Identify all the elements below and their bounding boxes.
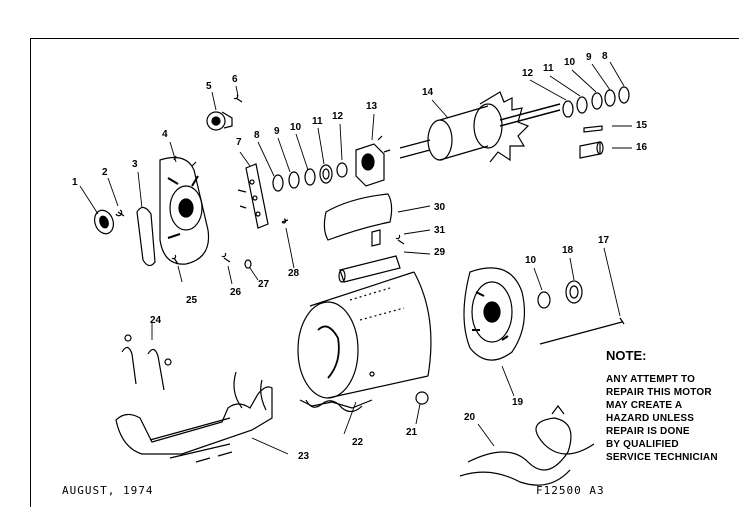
callout-8: 8 (254, 130, 260, 141)
callout-22: 22 (352, 437, 364, 448)
part-25-screw (171, 254, 179, 265)
part-10b-washer (537, 291, 551, 309)
callout-1: 1 (72, 177, 78, 188)
part-11-washer (319, 164, 333, 184)
footer-date: AUGUST, 1974 (62, 484, 154, 497)
part-10-washer (304, 168, 316, 186)
callout-20: 20 (464, 412, 476, 423)
callout-5: 5 (206, 81, 212, 92)
part-31-screw (395, 234, 405, 245)
callout-10: 10 (290, 122, 302, 133)
part-19-end-bell (463, 267, 526, 361)
part-9r-washer (604, 89, 616, 107)
part-16-sleeve (579, 141, 604, 159)
part-1-washer (93, 209, 115, 235)
callout-16: 16 (636, 142, 648, 153)
part-26-screw (221, 252, 231, 263)
note-line-1: ANY ATTEMPT TO (606, 374, 696, 385)
callout-11-right: 11 (543, 63, 554, 74)
callout-26: 26 (230, 287, 242, 298)
callout-30: 30 (434, 202, 446, 213)
part-12r-washer (562, 100, 574, 118)
part-8-washer (272, 174, 284, 192)
part-9-washer (288, 171, 300, 189)
part-17-bolt (539, 317, 625, 345)
note-line-4: HAZARD UNLESS (606, 413, 695, 424)
callout-2: 2 (102, 167, 108, 178)
part-28-screw (281, 218, 289, 224)
part-23-base (115, 371, 273, 463)
callout-17: 17 (598, 235, 610, 246)
part-8r-washer (618, 86, 630, 104)
part-24-clips (121, 334, 172, 391)
part-21-ball (415, 391, 429, 405)
part-2-screw (115, 209, 125, 217)
callout-10-bottom: 10 (525, 255, 537, 266)
part-6-screw (233, 94, 243, 103)
callout-29: 29 (434, 247, 446, 258)
note-line-7: SERVICE TECHNICIAN (606, 452, 718, 463)
callout-12: 12 (332, 111, 344, 122)
part-27-washer (244, 259, 252, 269)
callout-6: 6 (232, 74, 238, 85)
part-29-capacitor (338, 255, 401, 283)
note-line-5: REPAIR IS DONE (606, 426, 690, 437)
diagram-frame (30, 38, 739, 507)
callout-21: 21 (406, 427, 418, 438)
callout-8-right: 8 (602, 51, 608, 62)
part-22-stator-housing (297, 271, 432, 409)
part-20-cord (459, 405, 595, 486)
callout-25: 25 (186, 295, 198, 306)
callout-19: 19 (512, 397, 524, 408)
part-14-rotor (399, 91, 561, 163)
callout-24: 24 (150, 315, 162, 326)
callout-3: 3 (132, 159, 138, 170)
part-15-key (583, 125, 603, 133)
callout-9: 9 (274, 126, 280, 137)
callout-10-right: 10 (564, 57, 576, 68)
callout-27: 27 (258, 279, 270, 290)
callout-28: 28 (288, 268, 300, 279)
part-4-end-bell (159, 155, 210, 265)
footer-code: F12500 A3 (536, 484, 605, 497)
note-line-2: REPAIR THIS MOTOR (606, 387, 712, 398)
callout-4: 4 (162, 129, 168, 140)
callout-23: 23 (298, 451, 310, 462)
note-line-3: MAY CREATE A (606, 400, 683, 411)
callout-7: 7 (236, 137, 242, 148)
callout-18: 18 (562, 245, 574, 256)
callout-9-right: 9 (586, 52, 592, 63)
callout-13: 13 (366, 101, 378, 112)
part-3-gasket (136, 206, 156, 267)
part-12-washer (336, 162, 348, 178)
part-10r-washer (591, 92, 603, 110)
callout-15: 15 (636, 120, 648, 131)
callout-12-right: 12 (522, 68, 534, 79)
part-18-bearing (565, 280, 583, 304)
part-11r-washer (576, 96, 588, 114)
callout-11: 11 (312, 116, 323, 127)
part-5-bearing (206, 111, 233, 131)
callout-31: 31 (434, 225, 446, 236)
part-30-cover (323, 193, 393, 247)
part-13-switch (355, 135, 391, 187)
note-line-6: BY QUALIFIED (606, 439, 679, 450)
callout-14: 14 (422, 87, 434, 98)
note-title: NOTE: (606, 348, 647, 363)
part-7-terminal-board (237, 163, 269, 229)
